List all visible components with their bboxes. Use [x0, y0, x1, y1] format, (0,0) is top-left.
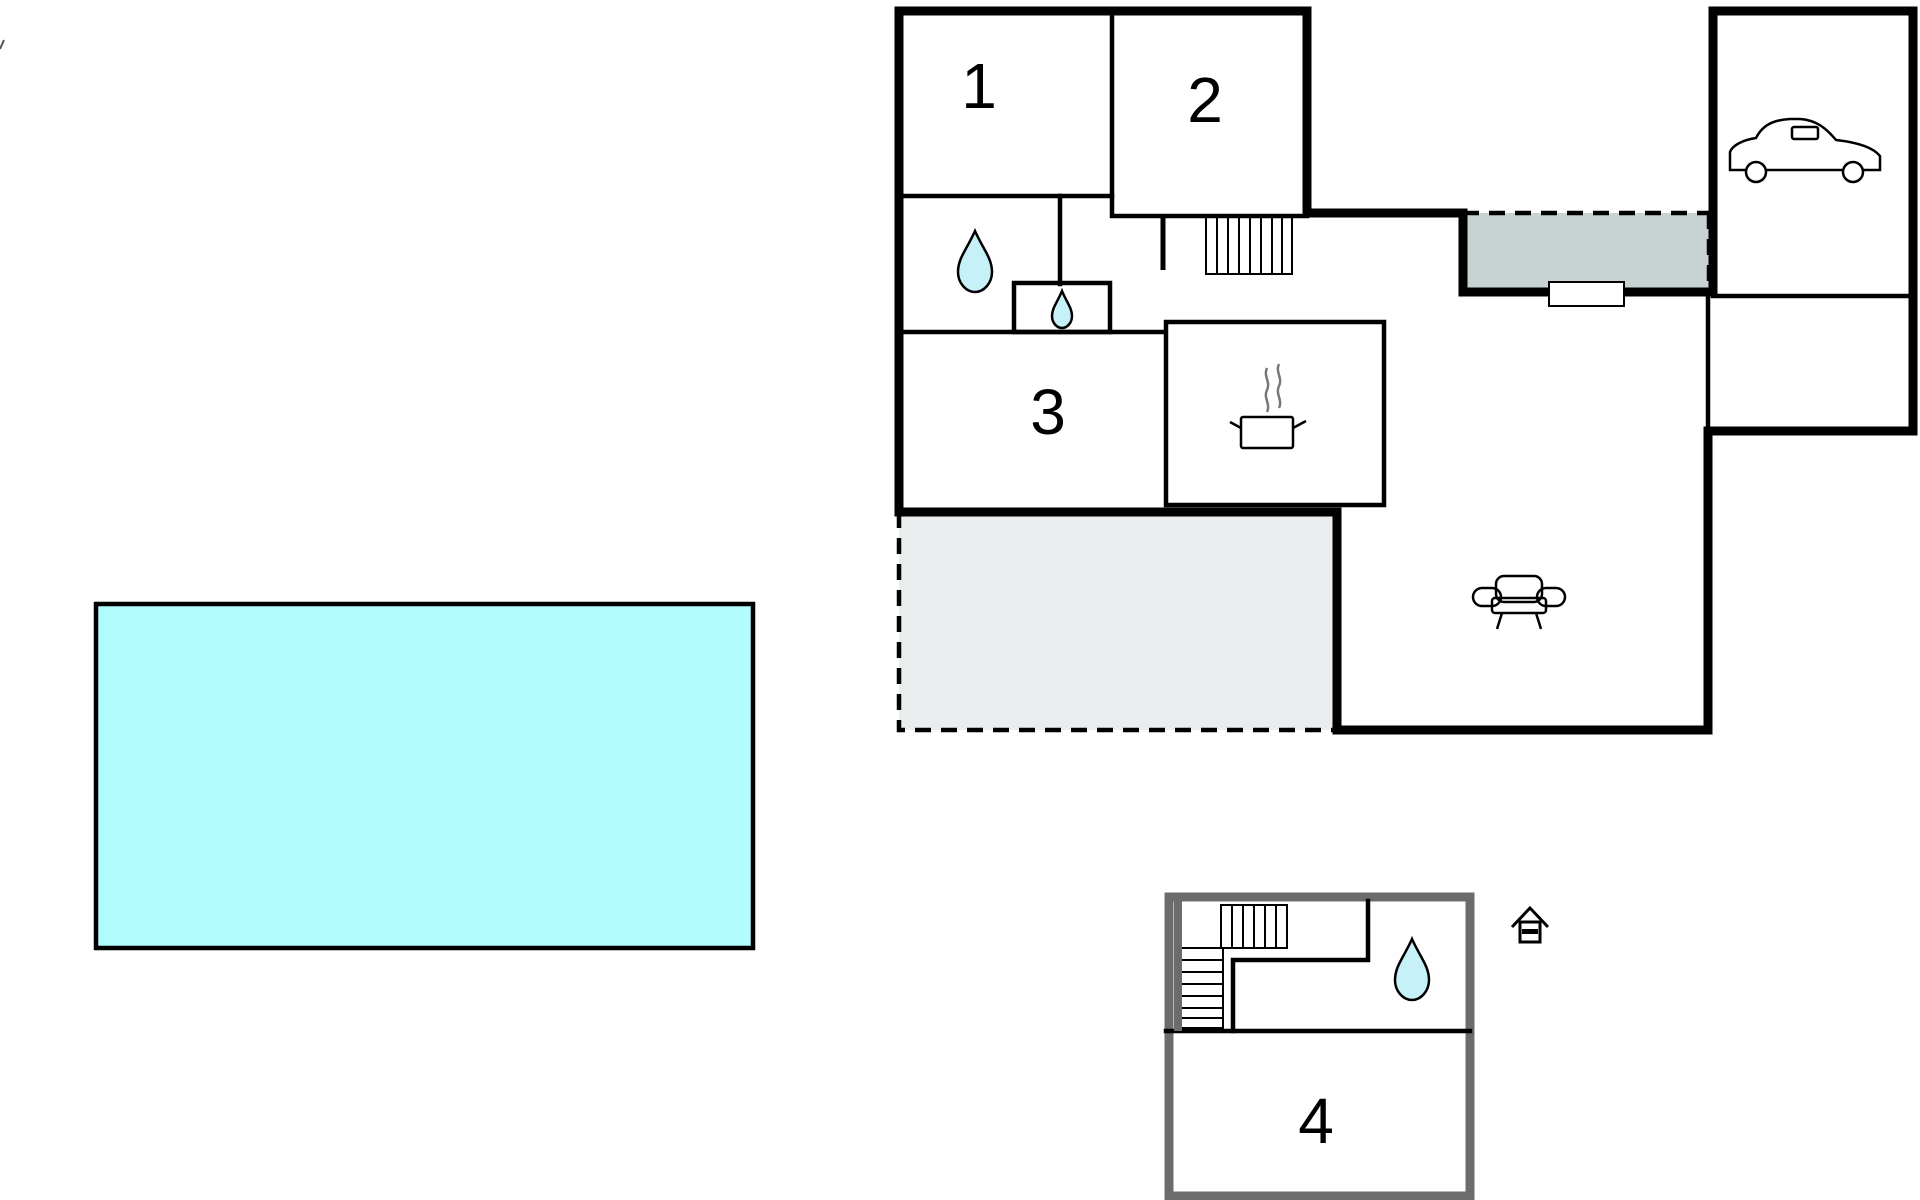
water-drop-icon — [1050, 287, 1074, 330]
sofa-icon — [1471, 574, 1567, 630]
room-4-label: 4 — [1298, 1085, 1334, 1157]
edge-mark — [0, 39, 5, 50]
main-stairs — [1205, 215, 1293, 275]
annex-building — [1163, 892, 1475, 1200]
water-drop-icon — [956, 227, 994, 294]
water-drop-icon — [1393, 935, 1431, 1002]
room-3-label: 3 — [1030, 376, 1066, 448]
terrace — [896, 512, 1337, 733]
cooking-pot-icon — [1229, 363, 1307, 450]
room-2-label: 2 — [1187, 64, 1223, 136]
room-1-label: 1 — [961, 50, 997, 122]
balcony — [1463, 210, 1712, 292]
car-icon — [1728, 117, 1882, 184]
fireplace — [1548, 281, 1625, 307]
house-icon — [1510, 905, 1550, 944]
main-house-walls — [894, 6, 1918, 735]
swimming-pool — [93, 601, 756, 951]
